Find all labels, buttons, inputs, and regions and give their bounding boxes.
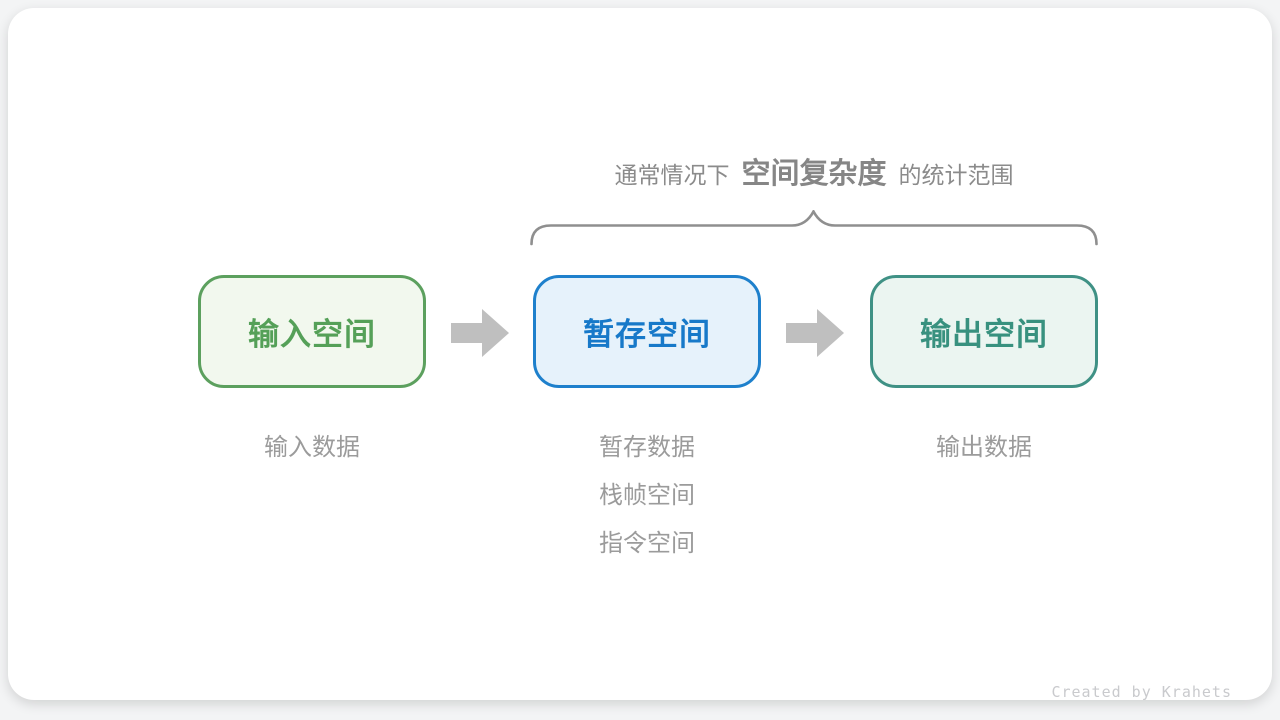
diagram-card: 通常情况下空间复杂度的统计范围 输入空间 暂存空间 输出空间 输入数据 暂存数 <box>8 8 1272 701</box>
note-line: 输入数据 <box>264 434 360 461</box>
caption-text: 通常情况下空间复杂度的统计范围 <box>614 150 1013 192</box>
box-output-space: 输出空间 <box>870 275 1098 388</box>
box-output-space-label: 输出空间 <box>920 317 1048 352</box>
box-input-space: 输入空间 <box>198 275 426 388</box>
arrow-right-icon <box>451 309 509 357</box>
credit-watermark: Created by Krahets <box>1051 683 1232 701</box>
notes-temp-space: 暂存数据 栈帧空间 指令空间 <box>533 428 761 572</box>
caption-highlight: 空间复杂度 <box>741 158 887 190</box>
caption: 通常情况下空间复杂度的统计范围 <box>8 150 1280 192</box>
box-input-space-label: 输入空间 <box>248 317 376 352</box>
note-line: 暂存数据 <box>599 434 695 461</box>
note-line: 栈帧空间 <box>599 482 695 509</box>
brace-icon <box>530 210 1098 246</box>
note-line: 指令空间 <box>599 530 695 557</box>
notes-input-space: 输入数据 <box>198 428 426 476</box>
arrow-right-icon <box>786 309 844 357</box>
notes-output-space: 输出数据 <box>870 428 1098 476</box>
note-line: 输出数据 <box>936 434 1032 461</box>
caption-prefix: 通常情况下 <box>614 162 730 188</box>
box-temp-space: 暂存空间 <box>533 275 761 388</box>
caption-suffix: 的统计范围 <box>898 162 1014 188</box>
box-temp-space-label: 暂存空间 <box>583 317 711 352</box>
